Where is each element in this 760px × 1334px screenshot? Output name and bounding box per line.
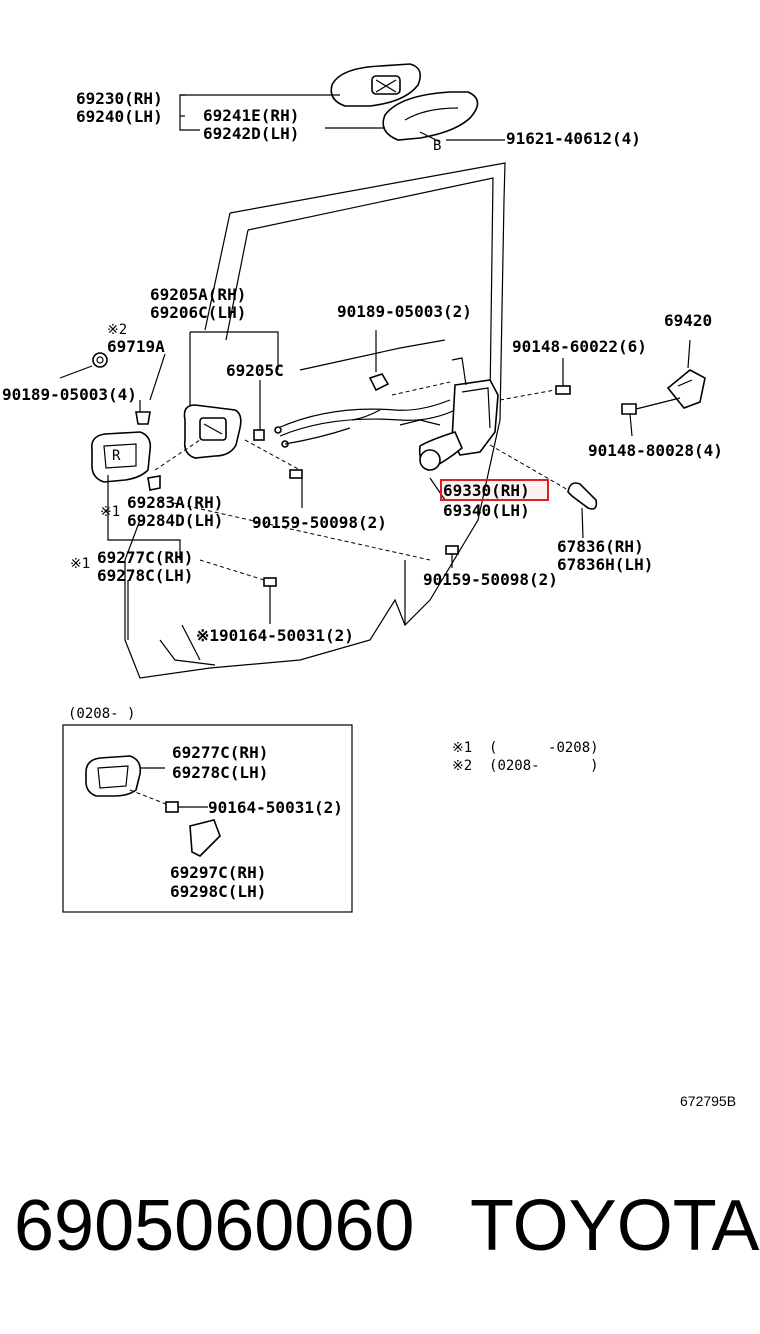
lock-cables (274, 399, 456, 448)
note-2: ※2 (0208- ) (452, 758, 599, 774)
screw-90164 (263, 577, 277, 624)
label-90164-b: 90164-50031(2) (208, 798, 343, 817)
striker-69420 (666, 339, 706, 409)
label-91621: 91621-40612(4) (506, 129, 641, 148)
label-90159-b: 90159-50098(2) (423, 570, 558, 589)
nut-90189 (92, 352, 108, 368)
door-outline (124, 162, 506, 679)
grommet-67836 (567, 482, 598, 539)
label-69206C: 69206C(LH) (150, 303, 246, 322)
inset-box (62, 724, 353, 913)
nut-90189-2 (368, 330, 390, 392)
label-69298C: 69298C(LH) (170, 882, 266, 901)
inset-cap (189, 819, 221, 857)
label-90189-a: 90189-05003(2) (337, 302, 472, 321)
inset-screw (129, 789, 208, 813)
label-69340: 69340(LH) (443, 501, 530, 520)
screw-69205C (253, 429, 265, 441)
highlight-69330 (440, 479, 549, 501)
label-69278C-a: 69278C(LH) (97, 566, 193, 585)
clip-69719A (135, 400, 151, 425)
label-69330: 69330(RH) (443, 481, 530, 500)
label-69420: 69420 (664, 311, 712, 330)
label-69719A: 69719A (107, 337, 165, 356)
screw-90159-b (445, 545, 459, 568)
outer-handle-assembly (330, 63, 479, 141)
screw-90159-a (289, 469, 303, 508)
inset-date-range: (0208- ) (68, 706, 135, 722)
label-69277C-a: 69277C(RH) (97, 548, 193, 567)
door-lock-assembly (399, 357, 499, 471)
drawing-id: 672795B (680, 1093, 736, 1109)
inset-bezel (85, 755, 165, 797)
screw-90148-6 (555, 358, 571, 395)
label-69277C-b: 69277C(RH) (172, 743, 268, 762)
label-69230: 69230(RH) (76, 89, 163, 108)
label-69278C-b: 69278C(LH) (172, 763, 268, 782)
label-69205A: 69205A(RH) (150, 285, 246, 304)
label-90159-a: 90159-50098(2) (252, 513, 387, 532)
label-69242D: 69242D(LH) (203, 124, 299, 143)
label-mark2: ※2 (107, 322, 127, 338)
label-90148-b: 90148-80028(4) (588, 441, 723, 460)
brand-name: TOYOTA (470, 1186, 760, 1266)
svg-text:R: R (112, 448, 121, 464)
label-69297C: 69297C(RH) (170, 863, 266, 882)
label-69241E: 69241E(RH) (203, 106, 299, 125)
label-mark1-a: ※1 (100, 504, 120, 520)
label-90189-b: 90189-05003(4) (2, 385, 137, 404)
label-67836H: 67836H(LH) (557, 555, 653, 574)
handle-bezel: R (90, 431, 161, 491)
label-67836: 67836(RH) (557, 537, 644, 556)
label-69205C: 69205C (226, 361, 284, 380)
note-1: ※1 ( -0208) (452, 740, 599, 756)
label-90148-a: 90148-60022(6) (512, 337, 647, 356)
label-B: B (433, 138, 441, 154)
label-69283A: 69283A(RH) (127, 493, 223, 512)
label-69284D: 69284D(LH) (127, 511, 223, 530)
label-90164-a: ※190164-50031(2) (196, 626, 354, 645)
label-mark1-b: ※1 (70, 556, 90, 572)
inner-handle (183, 404, 242, 459)
screw-90148-4 (621, 397, 681, 437)
label-69240: 69240(LH) (76, 107, 163, 126)
part-number: 6905060060 (14, 1186, 415, 1266)
